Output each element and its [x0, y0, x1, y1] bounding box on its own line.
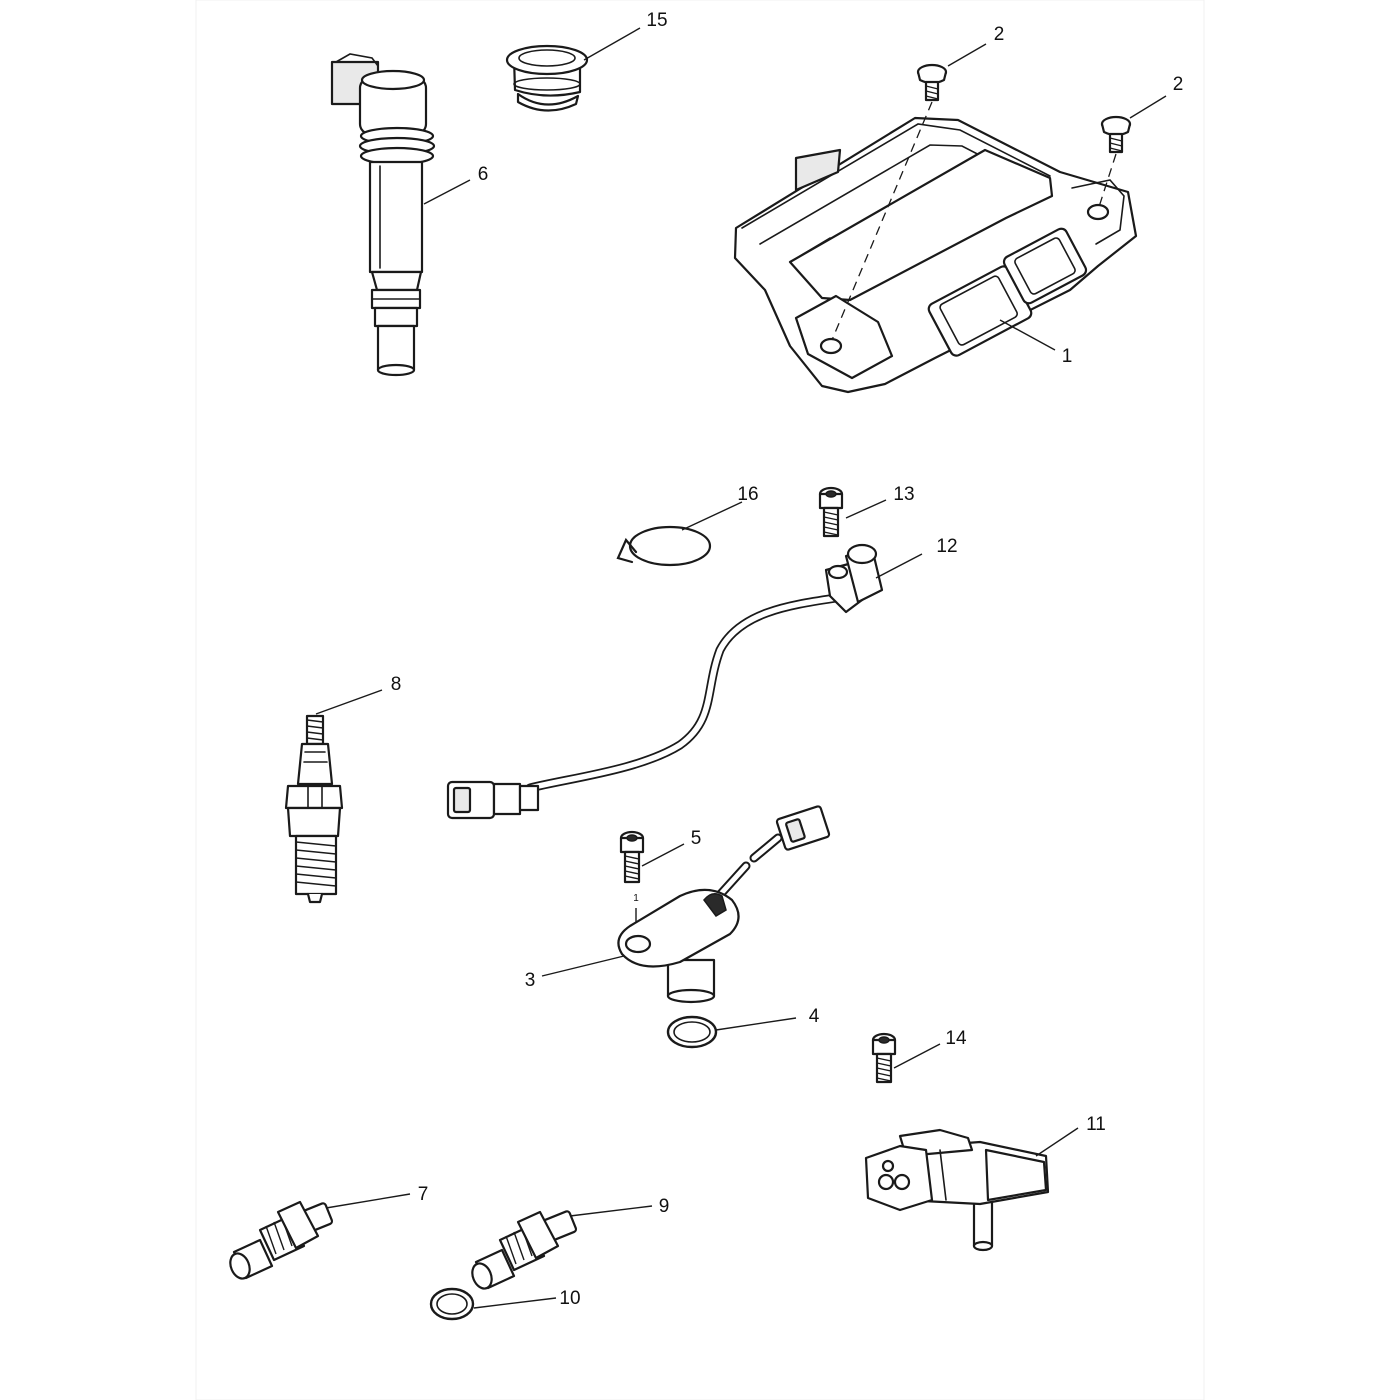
callout-3: 3: [525, 970, 536, 991]
callout-1: 1: [1062, 346, 1073, 367]
callout-16: 16: [737, 484, 758, 505]
assembly-line-screw-b: [1097, 153, 1117, 211]
callout-2-b: 2: [1173, 74, 1184, 95]
part-3-speed-sensor: [617, 805, 831, 1004]
part-12-sensor-harness: [446, 543, 884, 820]
part-4-o-ring: [666, 1015, 718, 1049]
callout-5: 5: [691, 828, 702, 849]
part-15-seal: [505, 44, 589, 112]
assembly-line-screw-a: [831, 101, 933, 341]
callout-labels: 1 2 2 3 4 5 6 7 8 9 10 11 12 13 14 15 16: [391, 10, 1184, 1309]
part-1-control-module: [733, 116, 1138, 394]
part-2-screw-a: [916, 63, 948, 102]
leader-lines: [315, 27, 1167, 1309]
alignment-mark: 1: [633, 893, 639, 904]
part-5-bolt: [619, 830, 645, 884]
callout-11: 11: [1086, 1114, 1106, 1135]
callout-10: 10: [559, 1288, 580, 1309]
callout-8: 8: [391, 674, 402, 695]
callout-12: 12: [936, 536, 957, 557]
callout-4: 4: [809, 1006, 820, 1027]
page-frame: [195, 0, 1205, 1400]
part-11-pressure-sensor: [864, 1128, 1050, 1252]
callout-14: 14: [945, 1028, 967, 1049]
part-2-screw-b: [1100, 115, 1132, 154]
callout-15: 15: [646, 10, 667, 31]
callout-7: 7: [418, 1184, 429, 1205]
part-16-clip: [616, 525, 712, 567]
part-9-temperature-sensor: [471, 1210, 578, 1290]
callout-9: 9: [659, 1196, 670, 1217]
callout-2-a: 2: [994, 24, 1005, 45]
part-6-ignition-coil: [330, 53, 436, 377]
part-7-temperature-sensor: [229, 1200, 334, 1280]
part-10-washer: [429, 1287, 475, 1321]
part-14-bolt: [871, 1032, 897, 1084]
callout-13: 13: [893, 484, 914, 505]
part-13-bolt: [818, 486, 844, 538]
part-8-spark-plug: [284, 714, 344, 904]
callout-6: 6: [478, 164, 489, 185]
